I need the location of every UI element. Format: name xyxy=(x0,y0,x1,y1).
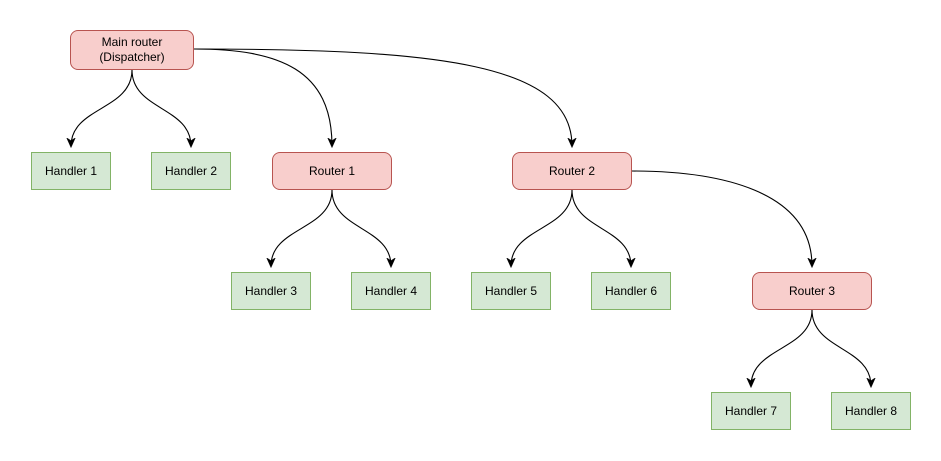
node-main[interactable]: Main router (Dispatcher) xyxy=(70,30,194,70)
node-h6[interactable]: Handler 6 xyxy=(591,272,671,310)
edge-r1-to-h4 xyxy=(331,189,391,266)
node-label: Handler 2 xyxy=(164,163,218,178)
edge-main-to-r1 xyxy=(193,48,332,146)
edge-r3-to-h7 xyxy=(751,309,813,386)
edge-r3-to-h8 xyxy=(811,309,871,386)
node-h3[interactable]: Handler 3 xyxy=(231,272,311,310)
node-h4[interactable]: Handler 4 xyxy=(351,272,431,310)
node-label: Main router (Dispatcher) xyxy=(99,35,165,64)
node-label: Handler 3 xyxy=(244,283,298,298)
node-label: Handler 7 xyxy=(724,403,778,418)
edge-r2-to-r3 xyxy=(631,170,812,266)
node-h5[interactable]: Handler 5 xyxy=(471,272,551,310)
edge-main-to-h2 xyxy=(131,69,191,146)
edges-group xyxy=(71,48,871,386)
node-r2[interactable]: Router 2 xyxy=(512,152,632,190)
node-label: Handler 1 xyxy=(44,163,98,178)
node-label: Handler 6 xyxy=(604,283,658,298)
node-label: Handler 8 xyxy=(844,403,898,418)
node-label: Handler 4 xyxy=(364,283,418,298)
edge-r1-to-h3 xyxy=(271,189,333,266)
node-h8[interactable]: Handler 8 xyxy=(831,392,911,430)
node-label: Router 3 xyxy=(788,283,836,298)
node-label: Router 2 xyxy=(548,163,596,178)
node-h2[interactable]: Handler 2 xyxy=(151,152,231,190)
edge-r2-to-h6 xyxy=(571,189,631,266)
edge-main-to-h1 xyxy=(71,69,133,146)
edge-main-to-r2 xyxy=(193,48,572,146)
node-r1[interactable]: Router 1 xyxy=(272,152,392,190)
node-h1[interactable]: Handler 1 xyxy=(31,152,111,190)
edge-r2-to-h5 xyxy=(511,189,573,266)
node-h7[interactable]: Handler 7 xyxy=(711,392,791,430)
node-r3[interactable]: Router 3 xyxy=(752,272,872,310)
node-label: Handler 5 xyxy=(484,283,538,298)
node-label: Router 1 xyxy=(308,163,356,178)
